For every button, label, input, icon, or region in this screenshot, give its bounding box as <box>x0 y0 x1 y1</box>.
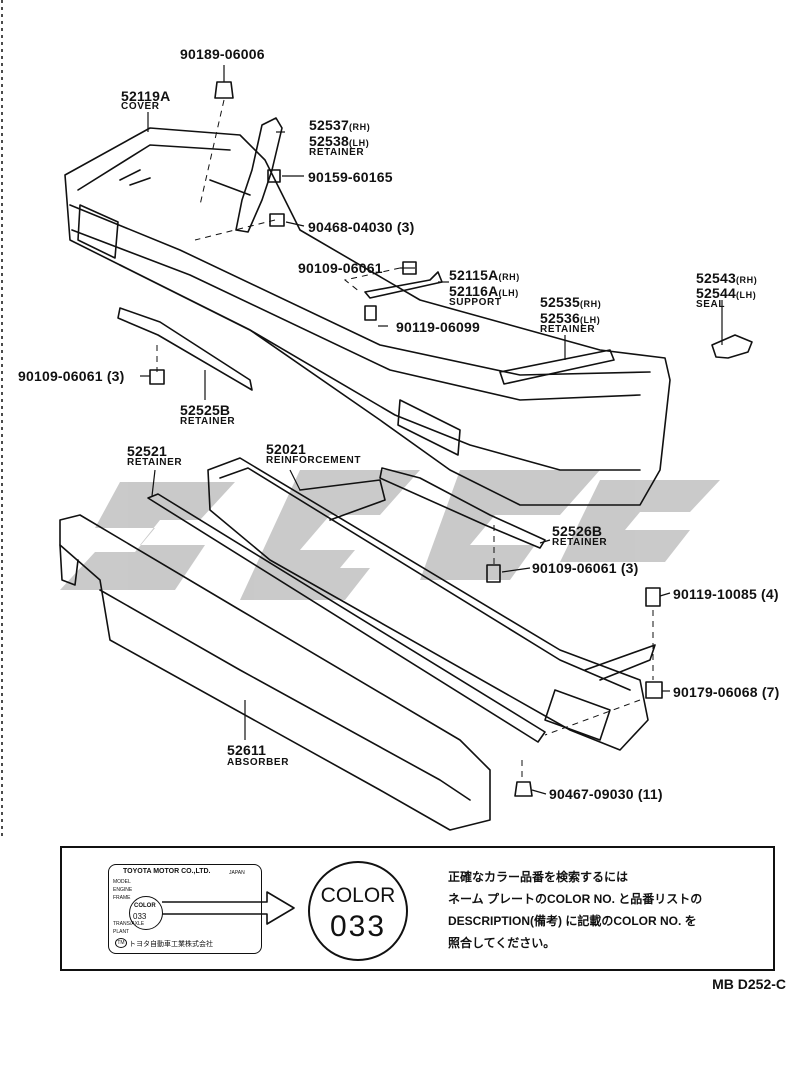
plate-row-model: MODEL <box>113 879 131 885</box>
label-52536: 52536(LH) <box>540 310 601 326</box>
plate-color-ring <box>129 896 163 930</box>
label-52521-name: RETAINER <box>127 457 183 468</box>
retainer-52525b-part <box>117 307 253 391</box>
label-90468-04030: 90468-04030 (3) <box>308 219 415 235</box>
instruction-line-4: 照合してください。 <box>448 936 556 950</box>
label-52119a-name: COVER <box>121 101 160 112</box>
reinforcement-52021-part <box>207 457 656 751</box>
label-52116a-name: SUPPORT <box>449 297 502 308</box>
label-90109-06061-c: 90109-06061 (3) <box>532 560 639 576</box>
label-90119-06099: 90119-06099 <box>396 319 480 335</box>
color-callout-word: COLOR <box>320 884 396 907</box>
label-52538: 52538(LH) <box>309 133 370 149</box>
bumper-cover-outline <box>64 127 671 506</box>
label-52525b-name: RETAINER <box>180 416 236 427</box>
diagram-reference-code: MB D252-C <box>712 976 786 992</box>
label-52536-name: RETAINER <box>540 324 596 335</box>
label-52021: 52021 <box>266 441 306 457</box>
label-52526b-name: RETAINER <box>552 537 608 548</box>
color-callout-circle: COLOR 033 <box>308 861 408 961</box>
label-52544: 52544(LH) <box>696 285 757 301</box>
fastener-symbols <box>149 81 663 797</box>
plate-maker-jp: トヨタ自動車工業株式会社 <box>129 941 213 948</box>
color-instruction-text: 正確なカラー品番を検索するには ネーム プレートのCOLOR NO. と品番リス… <box>448 866 768 954</box>
color-note-box: TOYOTA MOTOR CO.,LTD. JAPAN MODEL ENGINE… <box>60 846 775 971</box>
label-52538-name: RETAINER <box>309 147 365 158</box>
plate-row-trans: TRANS/AXLE <box>113 921 145 927</box>
toyota-logo-icon: TM <box>115 938 127 948</box>
color-callout-code: 033 <box>329 910 387 943</box>
arrow-icon <box>162 891 295 925</box>
label-52021-name: REINFORCEMENT <box>266 455 362 466</box>
retainer-52537-part <box>235 117 283 233</box>
label-90159-60165: 90159-60165 <box>308 169 393 185</box>
plate-row-plant: PLANT <box>113 929 130 935</box>
label-90119-10085: 90119-10085 (4) <box>673 586 779 602</box>
label-52544-name: SEAL <box>696 299 726 310</box>
label-52525b: 52525B <box>180 402 231 418</box>
watermark-logo <box>60 470 720 600</box>
leader-lines <box>140 65 723 795</box>
label-52116a: 52116A(LH) <box>449 283 519 299</box>
retainer-52526b-part <box>379 467 546 549</box>
label-90109-06061-b: 90109-06061 (3) <box>18 368 125 384</box>
label-52119a: 52119A <box>121 88 171 104</box>
plate-maker: TOYOTA MOTOR CO.,LTD. <box>123 868 211 875</box>
label-52537: 52537(RH) <box>309 117 371 133</box>
label-52526b: 52526B <box>552 523 603 539</box>
label-52521: 52521 <box>127 443 167 459</box>
label-90179-06068: 90179-06068 (7) <box>673 684 780 700</box>
plate-country: JAPAN <box>229 870 245 876</box>
dashed-guides <box>156 99 654 782</box>
label-52611: 52611 <box>227 742 267 758</box>
support-52115a-part <box>364 271 443 299</box>
label-52535: 52535(RH) <box>540 294 602 310</box>
plate-color-code: 033 <box>133 912 147 921</box>
seal-52543-part <box>711 334 753 359</box>
label-90109-06061-a: 90109-06061 <box>298 260 383 276</box>
label-52115a: 52115A(RH) <box>449 267 520 283</box>
label-52611-name: ABSORBER <box>227 757 290 768</box>
name-plate: TOYOTA MOTOR CO.,LTD. JAPAN MODEL ENGINE… <box>108 864 262 954</box>
label-90467-09030: 90467-09030 (11) <box>549 786 663 802</box>
absorber-52611-part <box>59 514 491 831</box>
instruction-line-3: DESCRIPTION(備考) に記載のCOLOR NO. を <box>448 914 697 928</box>
label-90189-06006: 90189-06006 <box>180 46 265 62</box>
plate-row-engine: ENGINE <box>113 887 133 893</box>
retainer-52521-part <box>147 493 546 743</box>
plate-row-frame: FRAME <box>113 895 131 901</box>
plate-color-word: COLOR <box>134 903 156 909</box>
label-52543: 52543(RH) <box>696 270 758 286</box>
instruction-line-1: 正確なカラー品番を検索するには <box>448 870 629 884</box>
instruction-line-2: ネーム プレートのCOLOR NO. と品番リストの <box>448 892 703 906</box>
